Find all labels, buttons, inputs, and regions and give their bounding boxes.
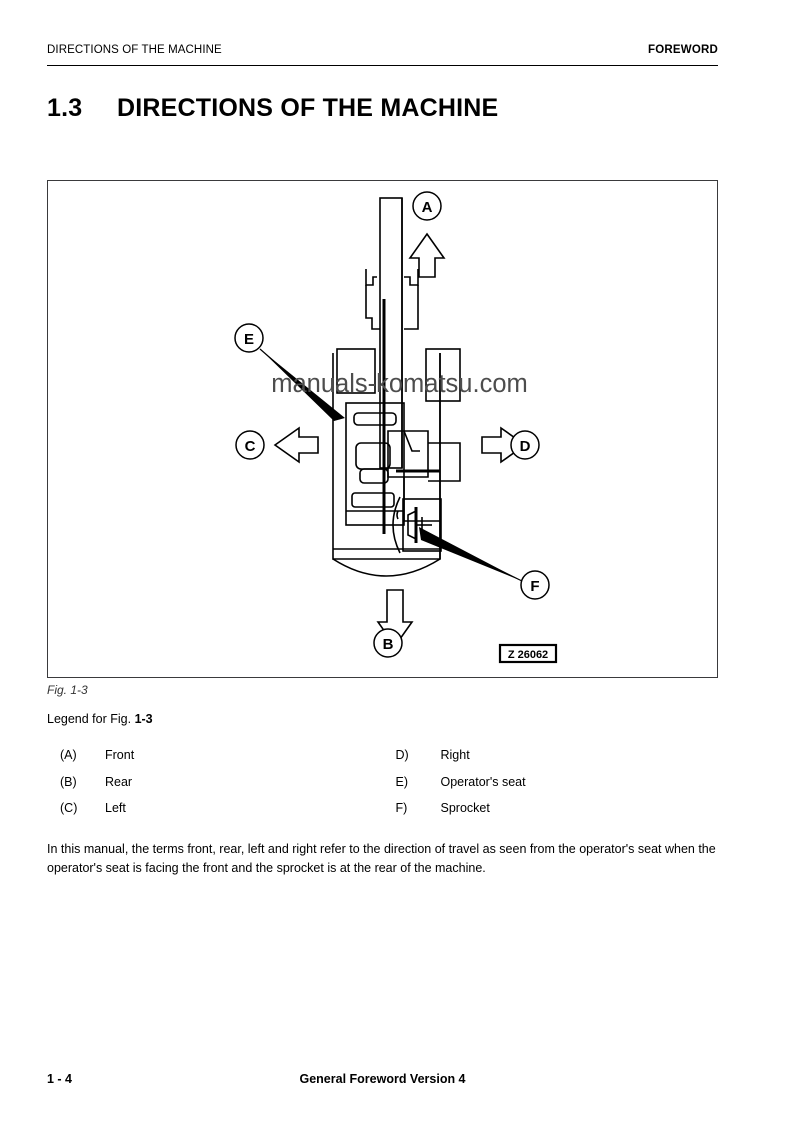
figure-code-label: Z 26062: [508, 649, 548, 661]
legend-value: Front: [105, 748, 135, 762]
legend-key: (A): [60, 748, 77, 762]
legend-value: Sprocket: [440, 801, 490, 815]
legend-key: (B): [60, 774, 77, 789]
figure-frame: .ln { fill:none; stroke:#000; stroke-wid…: [47, 180, 718, 678]
legend-entry-e: E) Operator's seat: [383, 775, 719, 789]
section-title-text: DIRECTIONS OF THE MACHINE: [117, 94, 499, 122]
legend-entry-d: D) Right: [383, 748, 719, 762]
legend-key: D): [395, 748, 409, 762]
legend-row: (A) Front D) Right: [47, 748, 718, 775]
legend-key: F): [395, 801, 408, 815]
figure-caption: Fig. 1-3: [47, 683, 88, 697]
legend-entry-a: (A) Front: [47, 748, 383, 762]
legend-row: (C) Left F) Sprocket: [47, 801, 718, 828]
legend-row: (B) Rear E) Operator's seat: [47, 775, 718, 802]
callout-a-label: A: [422, 199, 433, 216]
header-section-label: FOREWORD: [648, 44, 718, 56]
legend-entry-f: F) Sprocket: [383, 801, 719, 815]
boom-assembly: [365, 197, 419, 534]
callout-d: D: [481, 426, 540, 464]
machine-direction-diagram: .ln { fill:none; stroke:#000; stroke-wid…: [234, 191, 558, 664]
body-paragraph: In this manual, the terms front, rear, l…: [47, 842, 716, 875]
legend-heading-ref: 1-3: [134, 712, 153, 726]
legend-heading-prefix: Legend for Fig.: [47, 712, 135, 726]
legend-value: Right: [440, 748, 470, 762]
legend-value: Operator's seat: [440, 774, 526, 789]
callout-c-label: C: [245, 438, 256, 455]
section-number: 1.3: [47, 94, 83, 122]
header-chapter-title: DIRECTIONS OF THE MACHINE: [47, 44, 222, 56]
callout-e: E: [234, 323, 345, 421]
callout-b-label: B: [383, 636, 394, 653]
legend-heading: Legend for Fig. 1-3: [47, 712, 153, 726]
upper-structure: [332, 348, 461, 577]
callout-b: B: [373, 589, 414, 658]
legend-key: (C): [60, 801, 78, 815]
footer-document-title: General Foreword Version 4: [299, 1072, 466, 1086]
legend-entry-b: (B) Rear: [47, 775, 383, 789]
callout-e-label: E: [244, 331, 254, 348]
callout-d-label: D: [520, 438, 531, 455]
legend-entry-c: (C) Left: [47, 801, 383, 815]
callout-f-label: F: [530, 578, 539, 595]
header-divider-rule: [47, 65, 718, 66]
figure-code-box: Z 26062: [498, 643, 558, 664]
callout-c: C: [235, 426, 319, 464]
footer-page-number: 1 - 4: [47, 1072, 73, 1086]
page-header: DIRECTIONS OF THE MACHINE FOREWORD: [47, 44, 718, 56]
sprocket-detail: [392, 496, 442, 554]
page-footer: General Foreword Version 4 1 - 4: [47, 1072, 718, 1088]
legend-value: Left: [105, 801, 126, 815]
page-title: 1.3 DIRECTIONS OF THE MACHINE: [47, 94, 498, 123]
callout-a: A: [408, 191, 446, 278]
callout-f: F: [419, 527, 550, 600]
legend-key: E): [395, 774, 409, 789]
legend-value: Rear: [105, 774, 133, 789]
legend-table: (A) Front D) Right (B) Rear E) Operator'…: [47, 748, 718, 828]
